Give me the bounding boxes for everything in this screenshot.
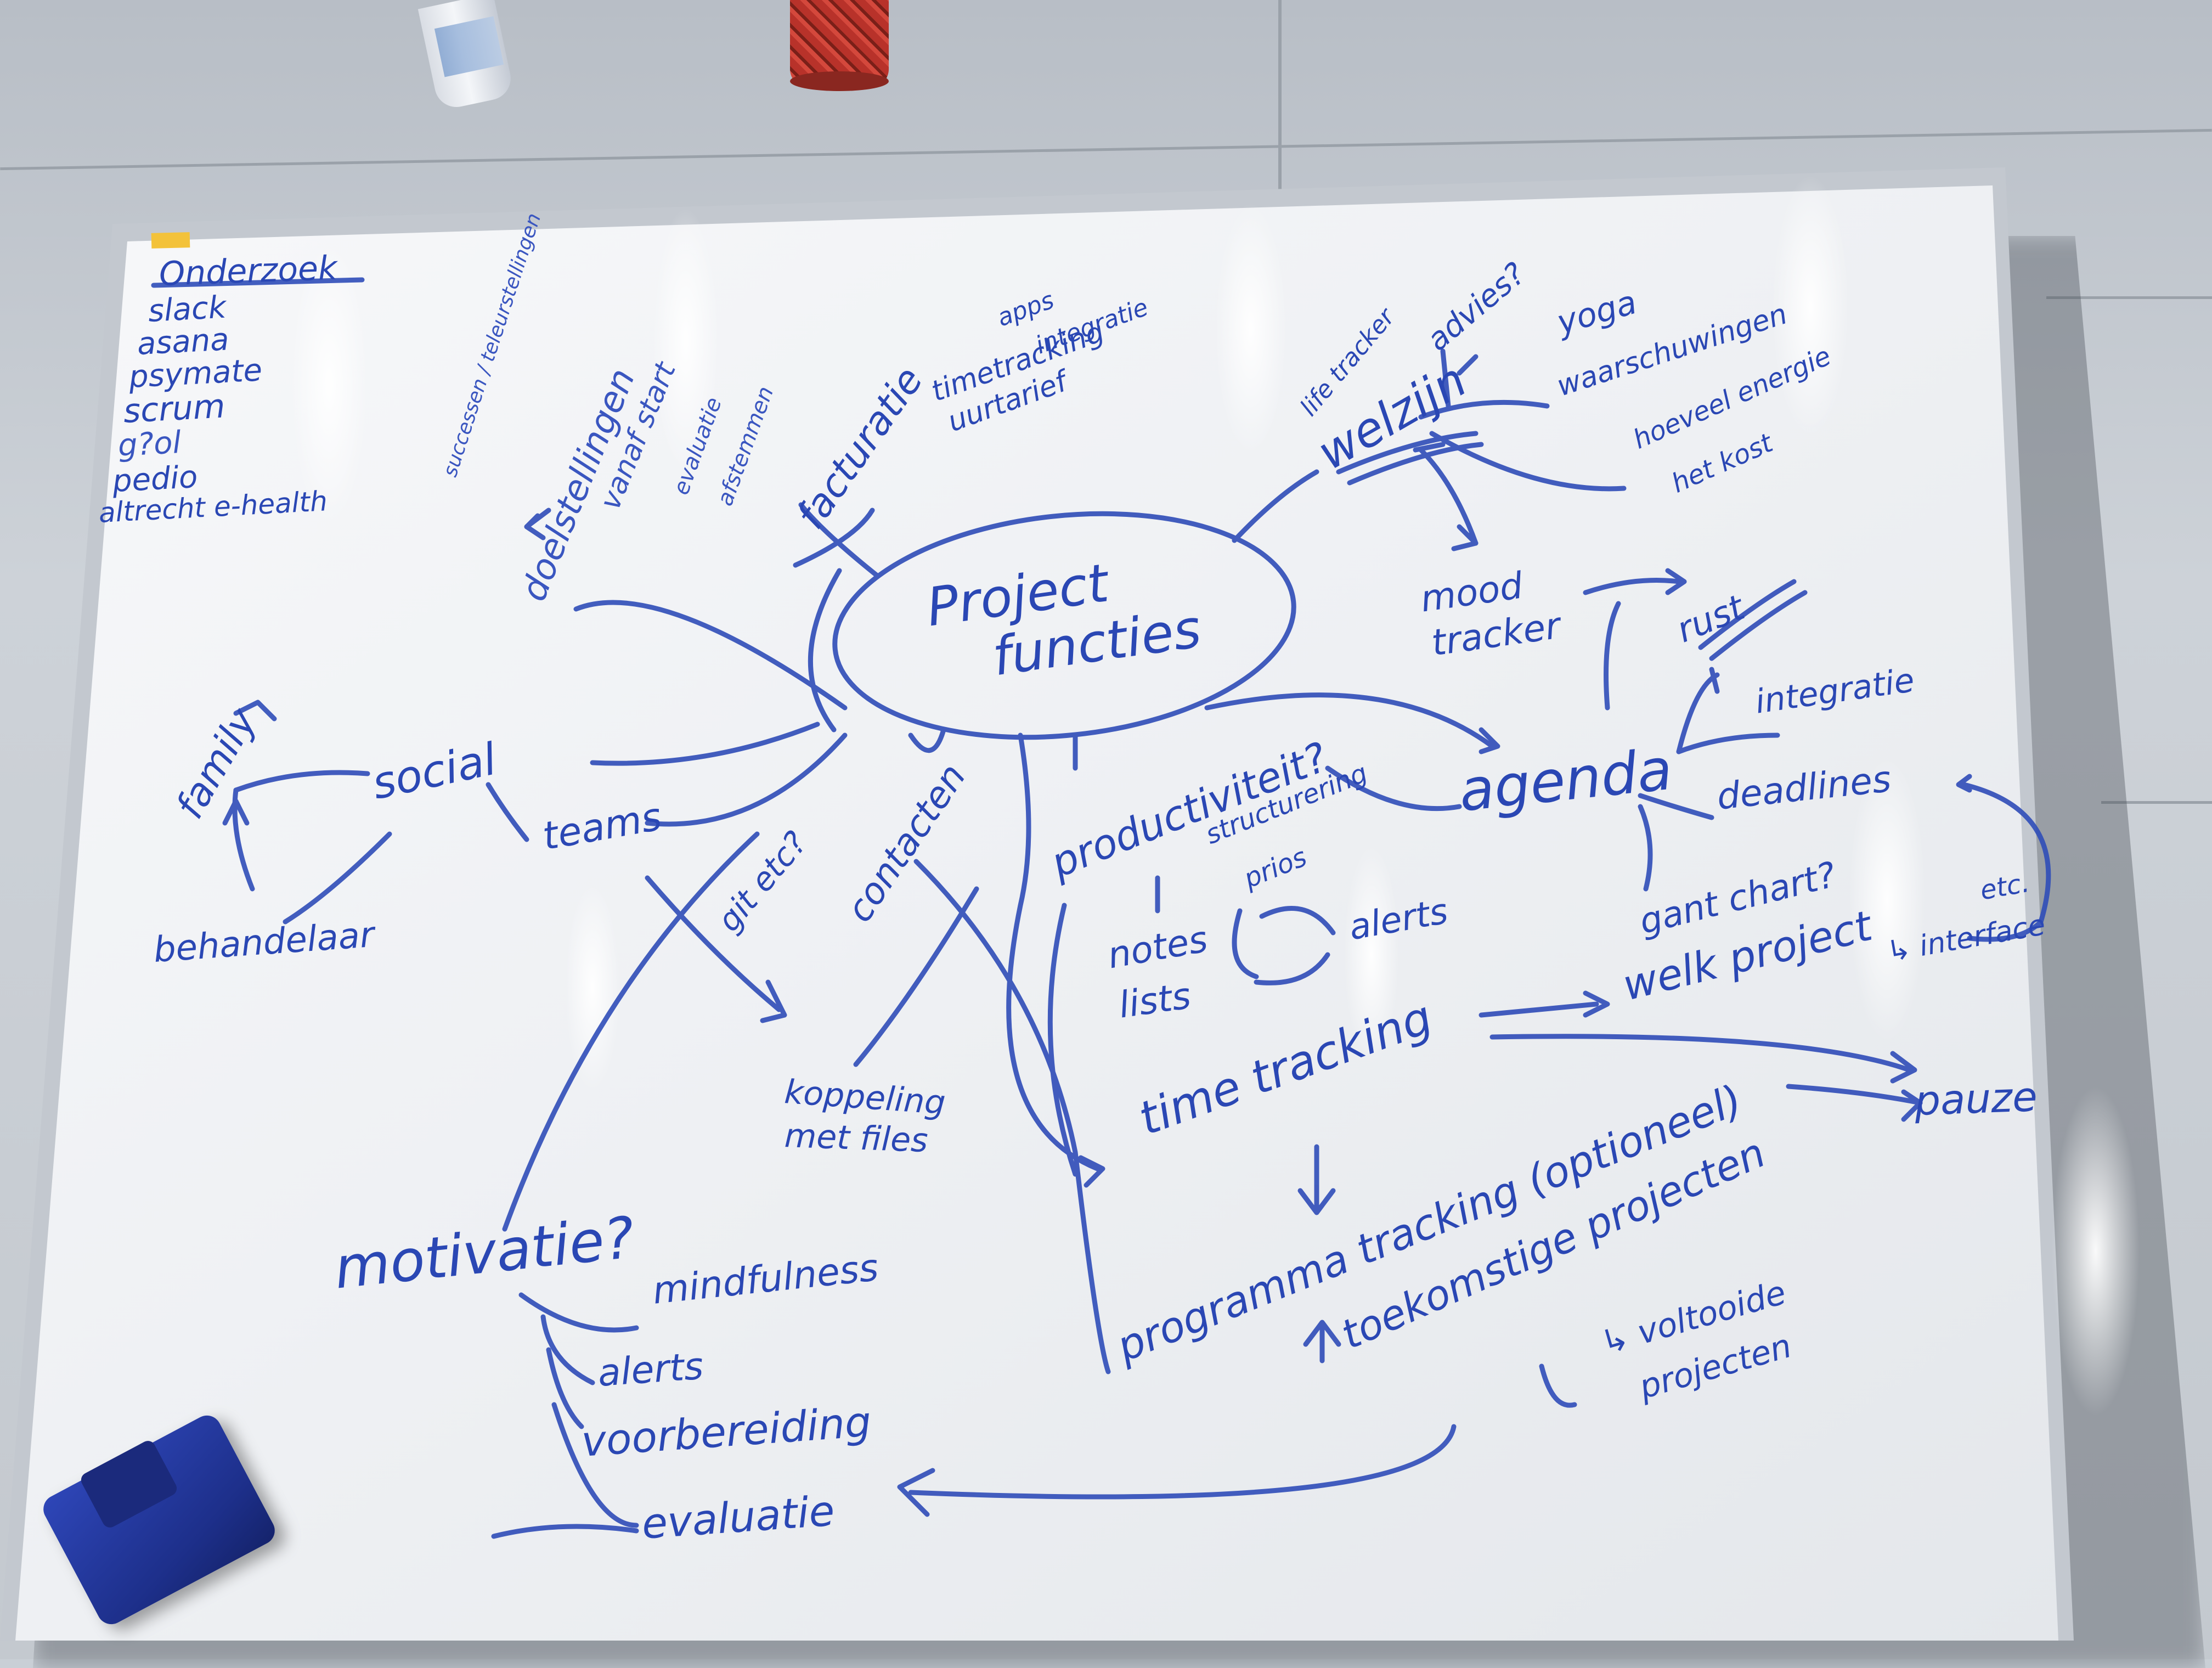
underline — [1336, 431, 1479, 475]
connector — [760, 979, 787, 1023]
light-glare — [2052, 1086, 2140, 1416]
connector — [283, 831, 392, 925]
connector — [518, 1292, 639, 1333]
connector — [1297, 1188, 1336, 1215]
connector — [793, 508, 875, 568]
connector — [1325, 765, 1462, 812]
research-item: pedio — [111, 459, 199, 499]
underline — [1347, 442, 1484, 486]
connector — [590, 722, 820, 766]
connector — [1956, 774, 1972, 793]
connector — [1709, 667, 1720, 694]
connector — [502, 831, 760, 1232]
connector — [1418, 399, 1550, 420]
connector — [1583, 578, 1681, 595]
connector — [491, 1524, 639, 1539]
connector — [1232, 908, 1259, 979]
connector — [908, 727, 946, 753]
connector — [1638, 804, 1653, 892]
light-glare — [653, 208, 719, 472]
research-item: g?ol — [117, 425, 182, 464]
pause-label: pauze — [1914, 1073, 2038, 1125]
light-glare — [565, 883, 620, 1092]
tile-seam — [1278, 0, 1282, 307]
connector — [1047, 903, 1078, 1177]
connector — [1232, 469, 1319, 543]
connector — [551, 1402, 639, 1528]
underline — [1709, 590, 1808, 661]
connector — [1539, 1363, 1577, 1408]
connector — [1961, 782, 2051, 942]
connector — [1890, 1051, 1917, 1084]
connector — [1457, 354, 1479, 376]
tile-seam — [2101, 801, 2212, 804]
connector — [1418, 447, 1479, 546]
connector — [645, 732, 848, 827]
productivity-lists: lists — [1116, 974, 1194, 1027]
connector — [1479, 1001, 1599, 1018]
underline — [151, 277, 365, 288]
connector — [853, 886, 979, 1067]
connector — [486, 782, 529, 842]
connector — [1665, 568, 1687, 595]
motivation-evaluation: evaluatie — [640, 1486, 837, 1548]
connector — [808, 568, 842, 732]
research-item: scrum — [122, 387, 226, 431]
connector — [645, 875, 782, 1012]
light-glare — [1344, 845, 1399, 1064]
files-line-2: met files — [783, 1117, 929, 1160]
research-item: psymate — [128, 352, 263, 395]
connector — [573, 600, 848, 711]
board-surface — [15, 185, 2058, 1641]
connector — [1204, 692, 1495, 749]
connector — [1451, 524, 1479, 551]
agenda-etc: etc. — [1978, 867, 2032, 906]
connector — [233, 770, 370, 793]
connector — [1676, 732, 1780, 754]
connector — [222, 798, 250, 826]
cup-rim — [790, 71, 889, 91]
connector — [908, 1424, 1457, 1500]
connector — [897, 1468, 935, 1517]
connector — [1583, 990, 1610, 1018]
connector — [1440, 348, 1451, 409]
connector — [1676, 672, 1720, 754]
connector — [1479, 727, 1500, 754]
light-glare — [1215, 203, 1286, 455]
light-glare — [291, 241, 368, 527]
connector — [1254, 952, 1330, 985]
research-title: Onderzoek — [158, 249, 338, 294]
connector — [1303, 1320, 1341, 1347]
light-glare — [1849, 757, 1926, 1042]
connector — [1786, 1084, 1923, 1106]
connector — [1901, 1089, 1923, 1122]
board-brand-tag — [151, 232, 190, 249]
connector — [540, 1314, 595, 1385]
connector — [1259, 906, 1336, 936]
light-glare — [1772, 176, 1849, 439]
connector — [233, 700, 277, 722]
connector — [1078, 1155, 1105, 1188]
motivation-alerts: alerts — [596, 1344, 705, 1395]
connector — [1489, 1034, 1912, 1073]
underline — [1698, 579, 1797, 650]
tile-seam — [2046, 296, 2212, 299]
connector — [913, 859, 1111, 1374]
connector — [1604, 601, 1621, 711]
research-item: slack — [147, 289, 227, 329]
connector — [524, 513, 546, 540]
connector — [1638, 793, 1714, 820]
connector — [1006, 732, 1100, 1171]
connector — [798, 502, 881, 579]
connector — [546, 1347, 584, 1429]
